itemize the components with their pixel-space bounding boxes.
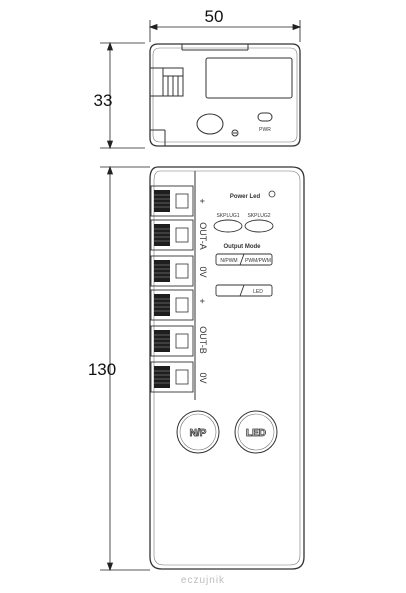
np-button[interactable]	[176, 410, 220, 454]
power-led-label: Power Led	[230, 194, 261, 200]
power-switch-label: PWR	[259, 127, 271, 133]
terminal-blocks	[150, 185, 194, 393]
terminal-block	[150, 325, 194, 357]
dimension-length	[100, 165, 150, 572]
dimension-side-height-label: 33	[94, 91, 113, 110]
terminal-block	[150, 255, 194, 287]
terminal-block	[150, 185, 194, 217]
socket-1[interactable]	[213, 219, 243, 233]
svg-text:OUT-B: OUT-B	[198, 326, 208, 354]
front-view	[149, 166, 305, 570]
dimension-width	[148, 20, 302, 42]
dimension-length-label: 130	[88, 360, 116, 379]
terminal-label-plus-b: +	[197, 298, 207, 303]
socket-label-2: SKPLUG2	[247, 213, 270, 219]
watermark: eczujnik	[181, 575, 225, 586]
side-view	[149, 43, 301, 147]
terminal-block	[150, 289, 194, 321]
terminal-label-0v-a: 0V	[198, 266, 208, 277]
svg-text:0V: 0V	[198, 266, 208, 277]
terminal-label-out-b: OUT-B	[198, 326, 208, 354]
socket-label-1: SKPLUG1	[216, 213, 239, 219]
dimension-side-height	[100, 41, 145, 150]
led-button-label: LED	[246, 428, 266, 439]
svg-text:OUT-A: OUT-A	[198, 222, 208, 250]
svg-text:0V: 0V	[198, 372, 208, 383]
terminal-block	[150, 361, 194, 393]
svg-text:+: +	[197, 198, 207, 203]
terminal-block	[150, 219, 194, 251]
output-mode-button-group[interactable]	[215, 253, 273, 266]
dimension-width-label: 50	[205, 7, 224, 26]
terminal-label-plus-a: +	[197, 198, 207, 203]
socket-2[interactable]	[244, 219, 274, 233]
svg-text:+: +	[197, 298, 207, 303]
np-button-label: N/P	[190, 428, 207, 439]
output-mode-label: Output Mode	[224, 244, 262, 250]
output-mode-option-2[interactable]: PWM/PWM	[245, 258, 271, 264]
output-mode-option-1[interactable]: N/PWM	[220, 258, 237, 264]
terminal-label-0v-b: 0V	[198, 372, 208, 383]
led-indicator-button[interactable]	[215, 284, 273, 297]
led-button[interactable]	[234, 410, 278, 454]
terminal-label-out-a: OUT-A	[198, 222, 208, 250]
power-led-indicator	[268, 190, 276, 198]
led-indicator-label: LED	[253, 289, 263, 295]
